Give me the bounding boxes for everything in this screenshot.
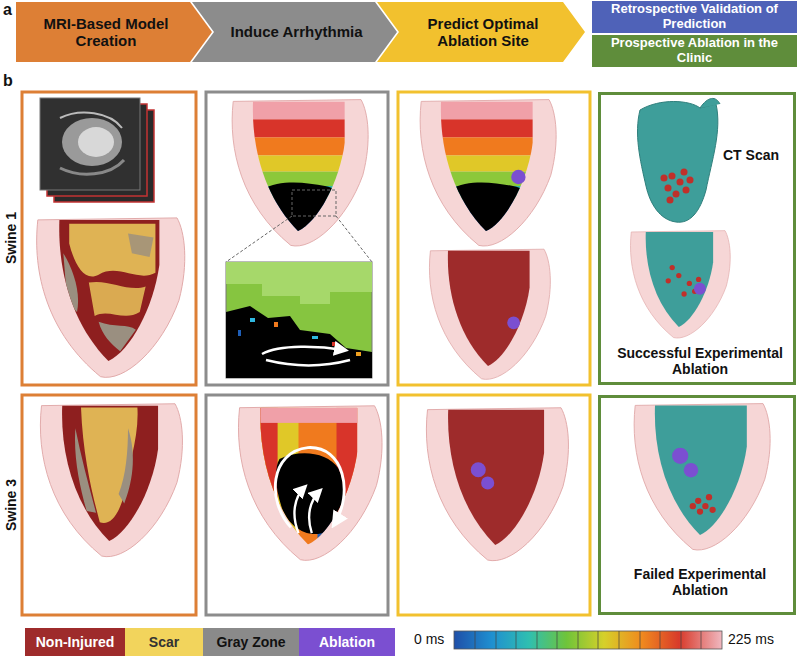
- step-chevron: MRI-Based Model Creation: [16, 2, 212, 62]
- legend-label: Non-Injured: [36, 634, 115, 650]
- step-chevron: Induce Arrhythmia: [192, 2, 397, 62]
- heart-model: [40, 404, 182, 557]
- activation-map: [226, 96, 379, 254]
- mri-stack: [40, 98, 154, 202]
- step-label: MRI-Based Model Creation: [24, 15, 188, 50]
- step-label: Induce Arrhythmia: [231, 23, 363, 40]
- panel-letter: b: [3, 72, 13, 90]
- heart-model: [634, 404, 770, 550]
- panel-frame: CT ScanSuccessful Experimental Ablation: [598, 92, 796, 385]
- activation-map: [414, 96, 567, 254]
- heart-model: [630, 231, 730, 338]
- step-label: Prospective Ablation in the Clinic: [596, 36, 793, 66]
- step-chevron: Predict Optimal Ablation Site: [377, 2, 585, 62]
- legend-swatch: Gray Zone: [203, 628, 299, 656]
- ct-scan-model: [638, 98, 720, 222]
- outcome-label: Failed Experimental Ablation: [605, 566, 795, 598]
- legend-swatch: Non-Injured: [25, 628, 125, 656]
- legend-label: Scar: [149, 634, 179, 650]
- panel-letter: a: [3, 1, 12, 19]
- panel-frame: Failed Experimental Ablation: [598, 395, 796, 615]
- chevron-fill: [377, 2, 585, 62]
- chevron-fill: [192, 2, 397, 62]
- step-box: Prospective Ablation in the Clinic: [592, 35, 797, 67]
- chevron-fill: [16, 2, 212, 62]
- heart-model: [426, 408, 568, 561]
- activation-map: [232, 402, 394, 573]
- image-label: CT Scan: [723, 147, 793, 163]
- heart-model: [429, 249, 550, 379]
- legend-label: Gray Zone: [216, 634, 285, 650]
- scale-label: 225 ms: [728, 631, 774, 647]
- row-label: Swine 3: [3, 479, 19, 531]
- panel-frames: [22, 92, 590, 615]
- legend-label: Ablation: [319, 634, 375, 650]
- scale-label: 0 ms: [414, 631, 444, 647]
- color-scale-bar: [454, 631, 722, 649]
- row-label: Swine 1: [3, 212, 19, 264]
- step-box: Retrospective Validation of Prediction: [592, 1, 797, 33]
- step-label: Predict Optimal Ablation Site: [405, 15, 561, 50]
- heart-model: [37, 218, 185, 377]
- outcome-label: Successful Experimental Ablation: [605, 345, 795, 377]
- legend-swatch: Ablation: [299, 628, 395, 656]
- legend-swatch: Scar: [125, 628, 203, 656]
- zoom-indicator: [226, 190, 372, 262]
- zoom-inset: [226, 262, 372, 378]
- step-label: Retrospective Validation of Prediction: [596, 2, 793, 32]
